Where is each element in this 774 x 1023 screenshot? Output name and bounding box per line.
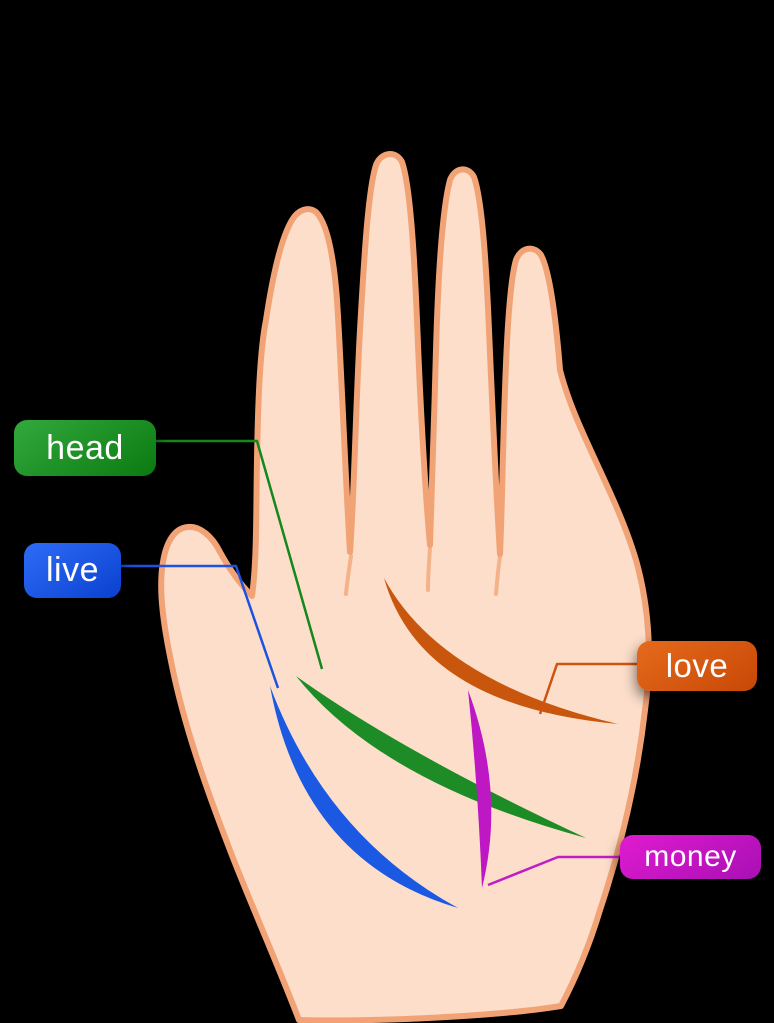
label-love-text: love (665, 647, 729, 684)
label-head: head (14, 420, 156, 476)
head-leader-line (155, 439, 324, 670)
money-leader-line (487, 855, 619, 887)
live-leader-line (119, 564, 280, 689)
label-live: live (24, 543, 121, 598)
love-leader-line (538, 662, 639, 715)
money-line (468, 690, 492, 888)
finger-crease-ring-pinky (494, 554, 502, 596)
label-money: money (620, 835, 761, 879)
label-live-text: live (45, 551, 100, 589)
label-head-text: head (46, 428, 124, 467)
finger-crease-index-middle (344, 554, 353, 596)
finger-crease-middle-ring (426, 546, 432, 592)
label-love: love (637, 641, 757, 691)
heart-line (384, 578, 618, 724)
hand-outline (158, 151, 652, 1023)
label-money-text: money (644, 840, 737, 873)
